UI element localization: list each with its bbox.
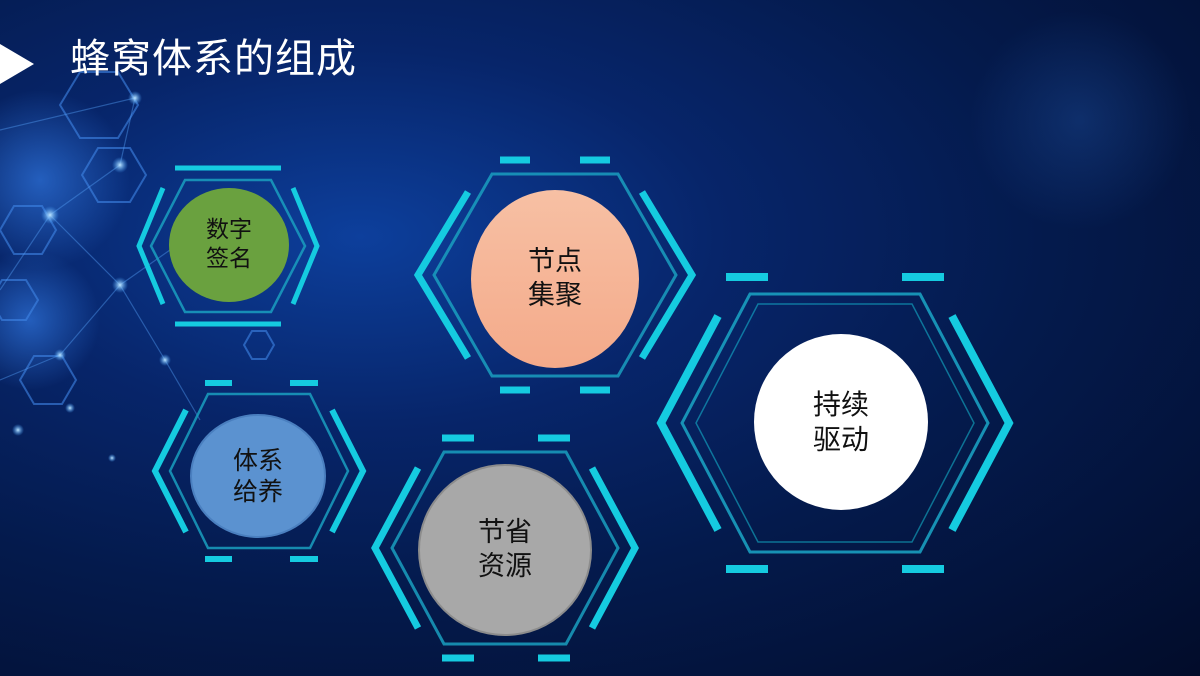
circle-save-resources: 节省 资源 [418, 464, 592, 636]
hexagon-frame [151, 380, 367, 562]
node-label-line1: 体系 [232, 445, 283, 475]
hex-node-drive: 持续 驱动 [656, 272, 1014, 574]
node-label-line2: 给养 [232, 477, 283, 506]
hexagon-frame [413, 156, 697, 394]
node-label-line1: 节点 [528, 246, 582, 278]
node-label-line1: 数字 [206, 217, 252, 244]
circle-node-gather: 节点 集聚 [471, 190, 639, 368]
hex-node-signature: 数字 签名 [135, 165, 321, 327]
circle-signature: 数字 签名 [169, 188, 289, 302]
page-title: 蜂窝体系的组成 [70, 36, 357, 82]
node-label-line1: 节省 [478, 517, 532, 549]
hexagon-frame [371, 434, 639, 662]
node-label-line2: 资源 [478, 551, 532, 582]
hex-node-save: 节省 资源 [370, 434, 640, 662]
node-label-line2: 集聚 [528, 280, 582, 311]
node-label-line2: 驱动 [812, 423, 869, 456]
play-arrow-icon [0, 44, 34, 84]
node-label-line2: 签名 [206, 246, 252, 272]
hex-node-gather: 节点 集聚 [412, 156, 698, 394]
hexagon-frame [136, 165, 320, 327]
hex-node-feeding: 体系 给养 [150, 380, 368, 562]
circle-drive: 持续 驱动 [754, 334, 928, 510]
node-label-line1: 持续 [812, 388, 869, 421]
hexagon-frame [656, 273, 1014, 573]
circle-feeding: 体系 给养 [190, 414, 326, 538]
